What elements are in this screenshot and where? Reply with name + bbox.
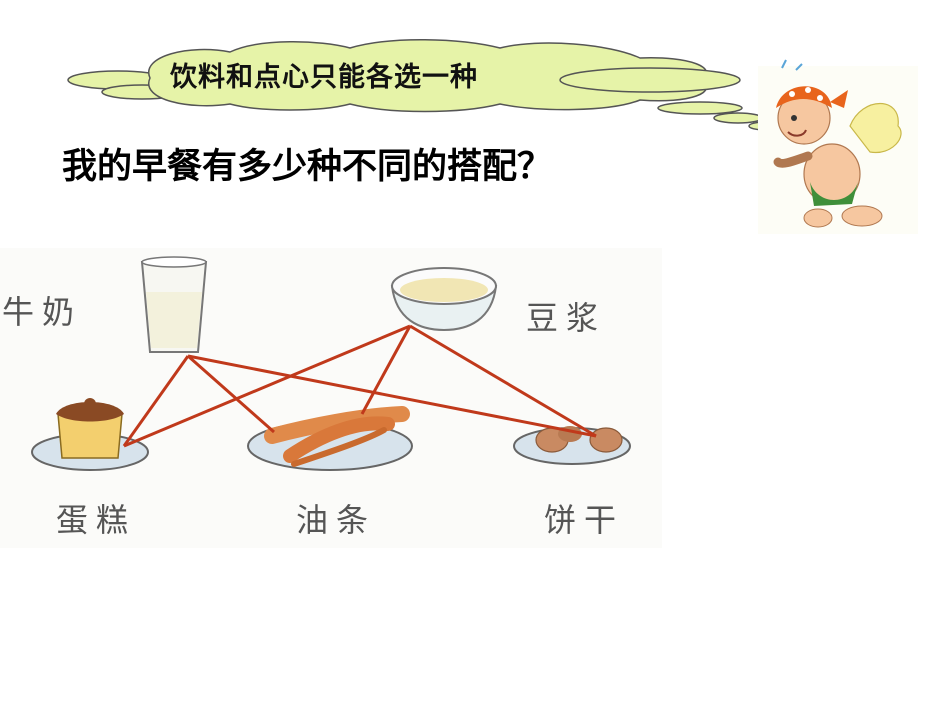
soymilk-bowl-icon — [390, 267, 498, 332]
line-soymilk-cake — [123, 324, 411, 448]
biscuit-plate-icon — [513, 426, 631, 465]
line-milk-cake — [122, 355, 190, 447]
label-soymilk: 豆浆 — [526, 299, 607, 337]
milk-glass-icon — [140, 256, 208, 353]
label-biscuit: 饼干 — [544, 501, 625, 539]
label-youtiao: 油条 — [296, 501, 377, 539]
youtiao-plate-icon — [247, 406, 413, 471]
pairing-lines — [122, 324, 597, 448]
label-milk: 牛奶 — [2, 293, 83, 331]
label-cake: 蛋糕 — [56, 501, 137, 539]
line-soymilk-biscuit — [409, 324, 597, 438]
line-milk-youtiao — [187, 354, 275, 434]
question-text: 我的早餐有多少种不同的搭配？ — [62, 147, 553, 187]
cloud-text: 饮料和点心只能各选一种 — [170, 62, 478, 93]
cloud-tail-right-2 — [657, 101, 743, 115]
line-soymilk-youtiao — [360, 325, 412, 415]
cloud-tail-right-1 — [559, 67, 741, 93]
illustration-background — [0, 248, 662, 548]
winged-cherub-with-bandana-icon — [758, 59, 918, 234]
cake-plate-icon — [31, 398, 149, 471]
line-milk-biscuit — [187, 354, 597, 438]
